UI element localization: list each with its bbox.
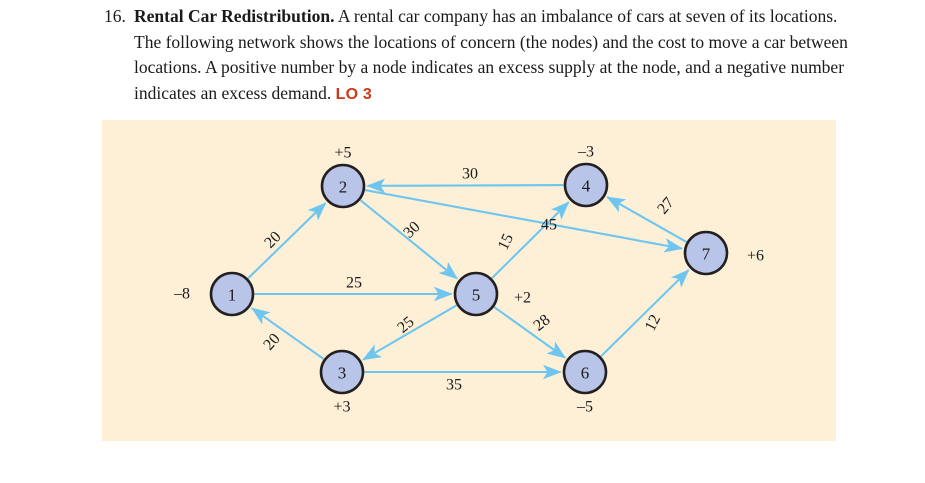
node-supply-label-5: +2 — [514, 290, 531, 307]
edge-2-to-7 — [364, 189, 684, 253]
node-label-4: 4 — [582, 177, 591, 196]
edges-layer — [247, 178, 690, 380]
edge-5-to-4 — [491, 201, 570, 279]
edge-cost-label-5-6: 28 — [530, 311, 553, 334]
edge-1-to-2 — [247, 202, 327, 280]
edge-cost-label-6-7: 12 — [642, 312, 664, 334]
node-label-5: 5 — [472, 286, 481, 305]
node-supply-label-1: –8 — [173, 286, 190, 303]
node-1[interactable]: 1 –8 — [173, 271, 255, 317]
edge-cost-label-5-3: 25 — [394, 313, 417, 336]
edge-5-to-3 — [362, 304, 458, 361]
node-7[interactable]: 7 +6 — [683, 230, 764, 276]
node-circle-5[interactable] — [453, 271, 499, 317]
node-label-3: 3 — [338, 364, 347, 383]
edge-3-to-1 — [250, 307, 325, 360]
node-label-7: 7 — [702, 245, 711, 264]
edge-cost-label-5-4: 15 — [495, 231, 517, 253]
problem-body: Rental Car Redistribution. A rental car … — [134, 4, 864, 107]
network-diagram: 20 25 30 45 20 35 30 25 15 28 12 27 1 –8 2 +5 3 +3 4 –3 5 +2… — [173, 144, 764, 416]
node-supply-label-4: –3 — [577, 144, 594, 161]
network-figure-panel: 20 25 30 45 20 35 30 25 15 28 12 27 1 –8 2 +5 3 +3 4 –3 5 +2… — [102, 120, 836, 441]
node-label-2: 2 — [339, 178, 348, 197]
node-circle-2[interactable] — [320, 163, 366, 209]
edge-5-to-6 — [493, 306, 567, 359]
node-label-6: 6 — [581, 364, 590, 383]
problem-title: Rental Car Redistribution. — [134, 6, 335, 26]
node-supply-label-3: +3 — [333, 399, 350, 416]
problem-description: A rental car company has an imbalance of… — [134, 6, 848, 103]
edge-cost-label-1-2: 20 — [261, 228, 284, 251]
problem-row: 16. Rental Car Redistribution. A rental … — [104, 4, 864, 107]
node-5[interactable]: 5 +2 — [453, 271, 531, 317]
edge-cost-label-2-7: 45 — [541, 217, 557, 234]
edge-cost-label-3-1: 20 — [260, 330, 283, 353]
edge-cost-label-2-5: 30 — [400, 218, 423, 241]
node-supply-label-6: –5 — [576, 399, 593, 416]
node-2[interactable]: 2 +5 — [320, 145, 366, 209]
node-label-1: 1 — [228, 286, 237, 305]
edge-cost-label-7-4: 27 — [654, 194, 677, 217]
edge-6-to-7 — [600, 269, 690, 357]
node-circle-7[interactable] — [683, 230, 729, 276]
nodes-layer: 1 –8 2 +5 3 +3 4 –3 5 +2 6 –5 7 +6 — [173, 144, 764, 416]
edge-7-to-4 — [606, 196, 687, 243]
problem-number: 16. — [104, 6, 126, 26]
node-circle-4[interactable] — [563, 162, 609, 208]
edge-2-to-5 — [359, 199, 458, 280]
node-circle-6[interactable] — [562, 349, 608, 395]
learning-objective-badge: LO 3 — [335, 85, 373, 103]
node-supply-label-7: +6 — [747, 248, 764, 265]
node-3[interactable]: 3 +3 — [319, 349, 365, 416]
problem-statement: 16. Rental Car Redistribution. A rental … — [104, 4, 864, 107]
node-circle-1[interactable] — [209, 271, 255, 317]
edge-cost-label-4-2: 30 — [462, 166, 478, 183]
node-supply-label-2: +5 — [334, 145, 351, 162]
edge-cost-label-1-5: 25 — [346, 275, 362, 292]
node-circle-3[interactable] — [319, 349, 365, 395]
edge-cost-label-3-6: 35 — [446, 377, 462, 394]
node-4[interactable]: 4 –3 — [563, 144, 609, 208]
edge-4-to-2 — [366, 178, 564, 194]
node-6[interactable]: 6 –5 — [562, 349, 608, 416]
